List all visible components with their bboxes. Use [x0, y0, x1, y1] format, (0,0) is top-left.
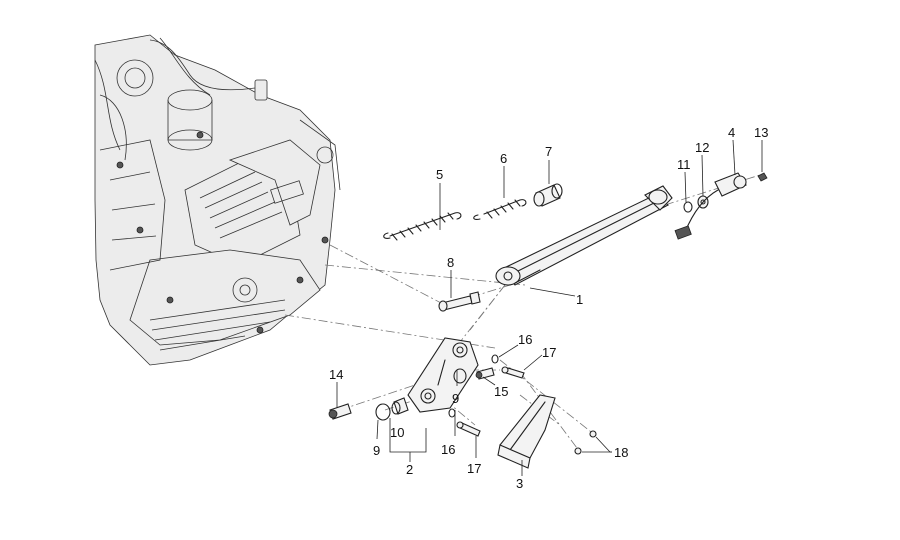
callout-14: 14: [329, 367, 343, 382]
part-10-bushing: [391, 397, 409, 415]
part-7-sleeve: [533, 183, 563, 207]
part-16-washer-upper: [491, 354, 499, 364]
callout-5: 5: [436, 167, 443, 182]
callout-12: 12: [695, 140, 709, 155]
part-2-bracket: [407, 337, 479, 413]
part-13-nut: [757, 172, 768, 182]
part-1-side-stand: [495, 185, 673, 286]
callout-15: 15: [494, 384, 508, 399]
part-17-bolt-upper: [501, 366, 525, 379]
part-14-fitting: [328, 403, 352, 420]
part-5-spring: [383, 212, 462, 241]
leader-lines: [336, 139, 763, 476]
callout-10: 10: [390, 425, 404, 440]
part-3-guard: [497, 394, 556, 469]
callout-2: 2: [406, 462, 413, 477]
callout-7: 7: [545, 144, 552, 159]
callout-16-lower: 16: [441, 442, 455, 457]
part-6-spring: [473, 199, 527, 220]
part-15-pin: [475, 367, 495, 380]
callout-9-left: 9: [373, 443, 380, 458]
callout-8: 8: [447, 255, 454, 270]
callout-1: 1: [576, 292, 583, 307]
callout-16-upper: 16: [518, 332, 532, 347]
callout-9-right: 9: [452, 391, 459, 406]
callout-4: 4: [728, 125, 735, 140]
part-11-washer: [683, 201, 693, 213]
callout-17-upper: 17: [542, 345, 556, 360]
callout-labels: 1 2 3 4 5 6 7 8 9 9 10 11 12 13 14 15 16…: [329, 125, 768, 491]
engine-assembly: [94, 34, 341, 366]
part-8-pin: [438, 291, 481, 312]
part-17-bolt-lower: [456, 421, 481, 437]
callout-6: 6: [500, 151, 507, 166]
callout-18: 18: [614, 445, 628, 460]
callout-17-lower: 17: [467, 461, 481, 476]
part-16-washer-lower: [448, 408, 456, 418]
assembly-lines: [284, 174, 761, 453]
callout-11: 11: [677, 157, 691, 172]
callout-13: 13: [754, 125, 768, 140]
part-9-ring-left: [375, 403, 391, 421]
part-18-screw-upper: [589, 430, 597, 438]
part-9-ring-right: [453, 368, 467, 384]
part-18-screw-lower: [574, 447, 582, 455]
part-4-sensor: [674, 172, 747, 240]
callout-3: 3: [516, 476, 523, 491]
